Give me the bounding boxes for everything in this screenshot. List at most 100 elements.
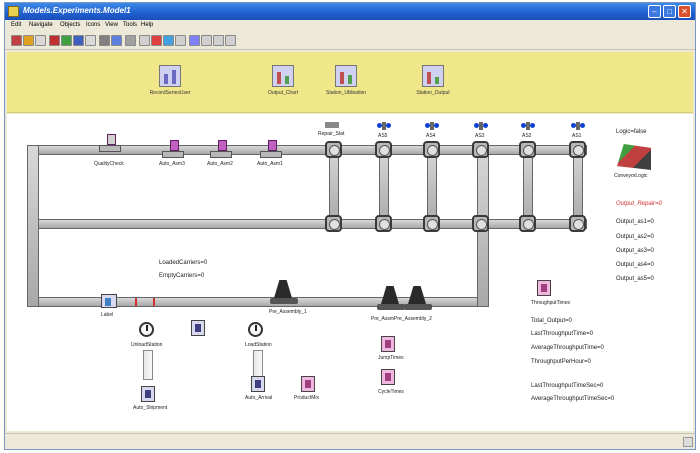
auto-asm1-machine[interactable] xyxy=(260,140,282,158)
auto-asm2-machine[interactable] xyxy=(210,140,232,158)
toolbar-button-15[interactable] xyxy=(189,35,200,46)
station-mid-1[interactable] xyxy=(325,215,342,232)
toolbar-button-13[interactable] xyxy=(163,35,174,46)
record-series-user-icon[interactable] xyxy=(159,65,181,87)
menu-edit[interactable]: Edit xyxy=(11,22,22,28)
station-mid-3[interactable] xyxy=(423,215,440,232)
banner-label-station-utilisation: Station_Utilisation xyxy=(325,90,367,96)
menu-icons[interactable]: Icons xyxy=(86,22,101,28)
toolbar-button-7[interactable] xyxy=(85,35,96,46)
station-mid-5[interactable] xyxy=(519,215,536,232)
auto-asm3-label: Auto_Asm3 xyxy=(159,161,185,167)
auto-shipment-icon[interactable] xyxy=(141,386,155,402)
toolbar-button-17[interactable] xyxy=(213,35,224,46)
station-top-1[interactable] xyxy=(325,141,342,158)
as1-label: AS1 xyxy=(572,133,582,139)
application-window: Models.Experiments.Model1 – □ ✕ Edit Nav… xyxy=(4,2,696,450)
pre-assembly-2-label: Pre_AssmPre_Assembly_2 xyxy=(371,316,432,322)
ppd-marker-as5 xyxy=(377,122,391,130)
toolbar xyxy=(5,32,695,50)
station-mid-6[interactable] xyxy=(569,215,586,232)
station-top-2[interactable] xyxy=(375,141,392,158)
toolbar-button-3[interactable] xyxy=(35,35,46,46)
menu-navigate[interactable]: Navigate xyxy=(29,22,53,28)
left-return-conveyor[interactable] xyxy=(27,145,39,307)
app-icon xyxy=(8,6,19,17)
toolbar-button-12[interactable] xyxy=(151,35,162,46)
as4-label: AS4 xyxy=(426,133,436,139)
as5-label: AS5 xyxy=(378,133,388,139)
middle-conveyor[interactable] xyxy=(27,219,587,229)
model-canvas[interactable]: AS5 AS4 AS3 AS2 AS1 Repair_Stat QualityC… xyxy=(7,114,693,431)
menu-view[interactable]: View xyxy=(105,22,118,28)
toolbar-button-5[interactable] xyxy=(61,35,72,46)
maximize-button[interactable]: □ xyxy=(663,5,676,18)
worker-icon[interactable] xyxy=(191,320,205,336)
station-utilisation-icon[interactable] xyxy=(335,65,357,87)
station-output-icon[interactable] xyxy=(422,65,444,87)
jump-times-icon[interactable] xyxy=(381,336,395,352)
cycle-times-icon[interactable] xyxy=(381,369,395,385)
total-output-counter: Total_Output=0 xyxy=(531,318,572,324)
resize-grip[interactable] xyxy=(683,437,693,447)
toolbar-button-4[interactable] xyxy=(49,35,60,46)
output-repair-counter: Output_Repair=0 xyxy=(616,201,662,207)
toolbar-button-18[interactable] xyxy=(225,35,236,46)
toolbar-button-14[interactable] xyxy=(175,35,186,46)
output-as5-counter: Output_as5=0 xyxy=(616,276,654,282)
toolbar-button-2[interactable] xyxy=(23,35,34,46)
last-throughput-time-counter: LastThroughputTime=0 xyxy=(531,331,593,337)
output-chart-icon[interactable] xyxy=(272,65,294,87)
auto-arrival-label: Auto_Arrival xyxy=(245,395,273,401)
menu-bar: Edit Navigate Objects Icons View Tools H… xyxy=(5,21,695,32)
station-mid-4[interactable] xyxy=(472,215,489,232)
close-button[interactable]: ✕ xyxy=(678,5,691,18)
station-top-4[interactable] xyxy=(472,141,489,158)
throughput-per-hour-counter: ThroughputPerHour=0 xyxy=(531,359,591,365)
toolbar-button-6[interactable] xyxy=(73,35,84,46)
label-station-icon[interactable] xyxy=(101,294,117,308)
ppd-marker-as3 xyxy=(474,122,488,130)
product-mix-icon[interactable] xyxy=(301,376,315,392)
conveyor-logic-label: ConveyorLogic xyxy=(614,173,648,179)
status-bar xyxy=(5,433,695,449)
station-top-3[interactable] xyxy=(423,141,440,158)
menu-tools[interactable]: Tools xyxy=(123,22,138,28)
pre-assembly-2b-robot[interactable] xyxy=(404,284,432,310)
toolbar-button-9[interactable] xyxy=(111,35,122,46)
throughput-times-icon[interactable] xyxy=(537,280,551,296)
menu-help[interactable]: Help xyxy=(141,22,154,28)
auto-arrival-icon[interactable] xyxy=(251,376,265,392)
toolbar-button-10[interactable] xyxy=(125,35,136,46)
menu-objects[interactable]: Objects xyxy=(60,22,81,28)
toolbar-button-11[interactable] xyxy=(139,35,150,46)
station-top-6[interactable] xyxy=(569,141,586,158)
window-title: Models.Experiments.Model1 xyxy=(23,6,131,15)
banner-label-record-series: RecordSeriesUser xyxy=(149,90,191,96)
load-station-label: LoadStation xyxy=(245,342,272,348)
auto-asm3-machine[interactable] xyxy=(162,140,184,158)
quality-check-machine[interactable] xyxy=(99,134,121,152)
minimize-button[interactable]: – xyxy=(648,5,661,18)
unload-station-icon[interactable] xyxy=(139,322,154,337)
station-mid-2[interactable] xyxy=(375,215,392,232)
product-mix-label: ProductMix xyxy=(294,395,320,401)
title-bar[interactable]: Models.Experiments.Model1 – □ ✕ xyxy=(5,3,695,20)
repair-stat-label: Repair_Stat xyxy=(318,131,345,137)
unload-queue xyxy=(143,350,153,380)
load-station-icon[interactable] xyxy=(248,322,263,337)
toolbar-button-1[interactable] xyxy=(11,35,22,46)
toolbar-button-8[interactable] xyxy=(99,35,110,46)
quality-check-label: QualityCheck xyxy=(94,161,124,167)
toolbar-button-16[interactable] xyxy=(201,35,212,46)
output-as4-counter: Output_as4=0 xyxy=(616,262,654,268)
pre-assembly-1-robot[interactable] xyxy=(270,278,298,304)
average-throughput-time-counter: AverageThroughputTime=0 xyxy=(531,345,604,351)
throughput-times-label: ThroughputTimes xyxy=(531,300,570,306)
station-top-5[interactable] xyxy=(519,141,536,158)
output-as3-counter: Output_as3=0 xyxy=(616,248,654,254)
auto-asm1-label: Auto_Asm1 xyxy=(257,161,283,167)
conveyor-logic-icon[interactable] xyxy=(617,144,651,170)
banner-label-output-chart: Output_Chart xyxy=(267,90,299,96)
pre-assembly-2a-robot[interactable] xyxy=(377,284,405,310)
